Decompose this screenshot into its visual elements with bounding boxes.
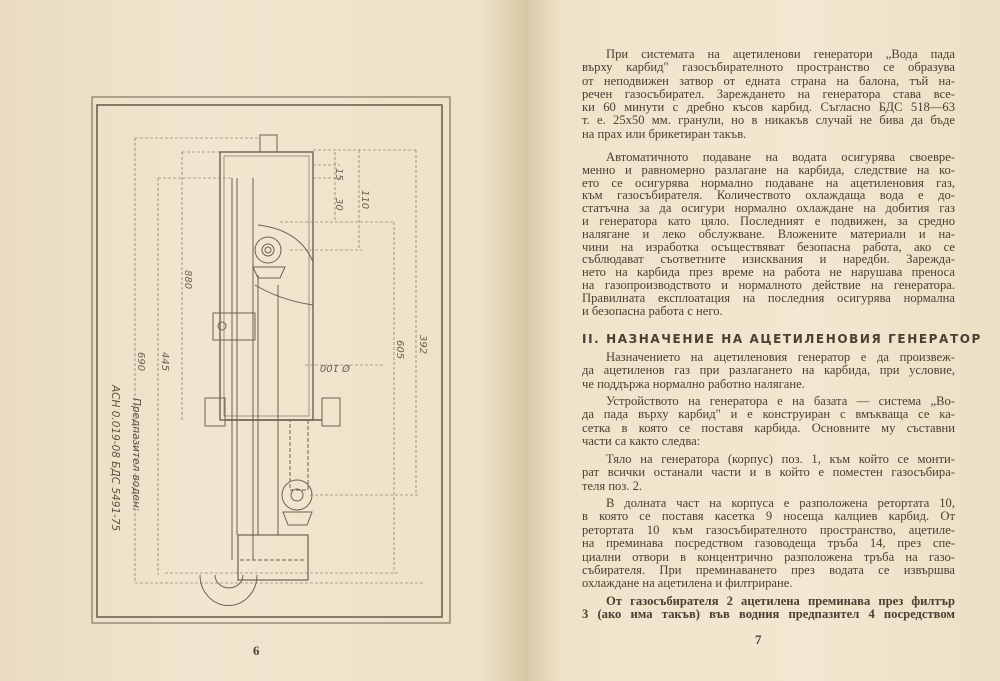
- drawing-inner-frame: [96, 104, 443, 618]
- text-line: теля поз. 2.: [582, 478, 643, 493]
- page-number-right: 7: [755, 632, 762, 647]
- text-line: При системата на ацетиленови генератори …: [606, 47, 955, 61]
- dimension-labels: 30 15 110 880 690 445 605 392 Ø 100 Пред…: [109, 168, 428, 532]
- text-line: Устройството на генератора е на базата —…: [606, 394, 955, 408]
- text-line: нето на карбида през време на работа не …: [582, 265, 955, 280]
- paragraph: В долната част на корпуса е разположена …: [582, 496, 955, 591]
- text-line: Назначението на ацетиленовия генератор е…: [606, 350, 955, 364]
- text-line: В долната част на корпуса е разположена …: [606, 496, 955, 510]
- text-line: циални отвори в концентрично разположена…: [582, 549, 955, 564]
- paragraph: При системата на ацетиленови генератори …: [582, 47, 955, 141]
- drawing-outer-frame: [91, 96, 451, 624]
- text-line: налягане и леко обслужване. Вложените ма…: [582, 226, 955, 241]
- dimension-lines: [134, 137, 423, 584]
- text-line: Тяло на генератора (корпус) поз. 1, към …: [606, 452, 955, 466]
- section-heading: II. НАЗНАЧЕНИЕ НА АЦЕТИЛЕНОВИЯ ГЕНЕРАТОР: [582, 332, 982, 346]
- text-line: че поддържа нормално работно налягане.: [582, 376, 805, 391]
- text-line: на газопроизводството и нормалното дейст…: [582, 277, 955, 292]
- text-line: чини на изработка осъществяват безопасна…: [582, 239, 955, 254]
- text-line: Автоматичното подаване на водата осигуря…: [606, 150, 955, 164]
- text-line: към газосъбирателя. Количеството охлажда…: [582, 188, 955, 203]
- dim-label-110: 110: [359, 190, 370, 209]
- dim-label-880: 880: [182, 270, 193, 289]
- text-line: 3 (ако има такъв) във водния предпазител…: [582, 607, 955, 622]
- dim-label-392: 392: [417, 335, 428, 354]
- text-line: ки 60 минути с дребно късов карбид. Съгл…: [582, 100, 955, 115]
- paragraph: От газосъбирателя 2 ацетилена преминава …: [582, 594, 955, 622]
- left-page: 30 15 110 880 690 445 605 392 Ø 100 Пред…: [0, 0, 525, 681]
- text-line: съблюдават съответните изисквания и наре…: [582, 252, 955, 267]
- text-line: в която се поставя касетка 9 носеща калц…: [582, 509, 955, 524]
- text-line: речен газосъбирател. Зареждането на гене…: [582, 86, 955, 101]
- text-line: върху карбид" газосъбирателното простран…: [582, 60, 955, 75]
- dim-label-diameter-100: Ø 100: [320, 362, 351, 374]
- dim-label-15: 15: [333, 168, 344, 181]
- dim-label-605: 605: [394, 340, 405, 359]
- text-line: и генератора като цяло. Последният е под…: [582, 213, 955, 228]
- dim-label-30: 30: [333, 198, 344, 211]
- text-line: и безопасна работа с него.: [582, 303, 723, 318]
- text-line: охлаждане на ацетилена и филтриране.: [582, 576, 793, 591]
- text-line: Правилната експлоатация на последния оси…: [582, 290, 955, 305]
- technical-drawing: 30 15 110 880 690 445 605 392 Ø 100 Пред…: [91, 96, 451, 624]
- text-line: да пада върху карбид" и е конструиран с …: [582, 407, 955, 422]
- text-line: т. е. 25х50 мм. гранули, но в никакъв сл…: [582, 113, 955, 128]
- page-number-left: 6: [253, 643, 260, 658]
- drawing-note-water-seal: Предпазител воден:: [130, 398, 142, 511]
- text-line: ето се осигурява нормално подаване на ац…: [582, 175, 955, 190]
- text-line: От газосъбирателя 2 ацетилена преминава …: [606, 594, 955, 608]
- text-line: на преминава посредством газоводеща тръб…: [582, 536, 955, 551]
- dim-label-445: 445: [159, 352, 170, 371]
- text-line: статъчна за да осигури нормално охлаждан…: [582, 201, 955, 216]
- text-line: събирателя. При преминаването през водат…: [582, 562, 955, 577]
- text-line: рат всички останали части и в който е по…: [582, 465, 955, 480]
- paragraph: Автоматичното подаване на водата осигуря…: [582, 151, 955, 317]
- text-line: от неподвижен затвор от едната страна на…: [582, 73, 955, 88]
- text-line: да ацетиленов газ при разлагането на кар…: [582, 363, 955, 378]
- drawing-note-standard: АСН 0.019-08 БДС 5491-75: [109, 384, 121, 532]
- text-line: ретортата 10 към газосъбирателното прост…: [582, 522, 955, 537]
- dim-label-690: 690: [135, 352, 146, 371]
- text-line: на прах или брикетиран такъв.: [582, 126, 747, 141]
- text-line: менно и равномерно разлагане на карбида,…: [582, 162, 955, 177]
- text-line: сетка в която се поставя карбида. Основн…: [582, 420, 955, 435]
- text-line: части са както следва:: [582, 434, 701, 449]
- paragraph: Тяло на генератора (корпус) поз. 1, към …: [582, 452, 955, 493]
- paragraph: Назначението на ацетиленовия генератор е…: [582, 350, 955, 391]
- right-page: [525, 0, 1000, 681]
- generator-body: [199, 134, 341, 606]
- paragraph: Устройството на генератора е на базата —…: [582, 394, 955, 449]
